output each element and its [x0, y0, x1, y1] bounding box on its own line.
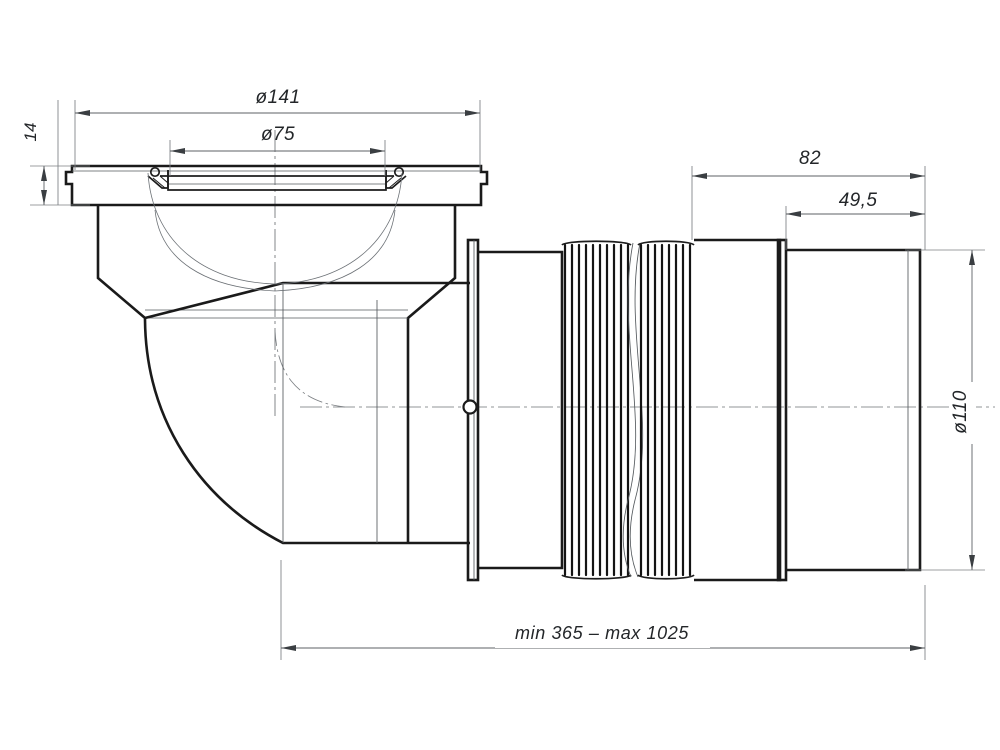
- dim141-label: ø141: [256, 87, 301, 108]
- bellows-right-ribs: [639, 243, 692, 577]
- dim110-arrow-bottom: [969, 555, 975, 570]
- dim14-label: 14: [21, 123, 40, 142]
- elbow-outer-lower-profile: [96, 205, 470, 545]
- gasket-hatch-left-1: [152, 177, 166, 189]
- dim82-arrow-left: [692, 173, 707, 179]
- dim75-arrow-left: [170, 148, 185, 154]
- dim-overall-arrow-right: [910, 645, 925, 651]
- gasket-hatch-left-2: [159, 175, 169, 184]
- gasket-seal-left: [147, 166, 169, 189]
- elbow-bore-arc: [154, 209, 396, 292]
- dimension-dia-141: ø141: [74, 87, 481, 170]
- elbow-body: [96, 205, 470, 545]
- o-ring-right: [393, 166, 405, 178]
- dim110-arrow-top: [969, 250, 975, 265]
- cover-plate-outline: [64, 164, 489, 207]
- bellows-break-line-left: [622, 242, 637, 578]
- elbow-bend-centerline: [274, 329, 346, 408]
- spigot-section: [462, 238, 564, 582]
- bellows-left-bottom-cap: [561, 574, 632, 580]
- gasket-hatch-right-2: [385, 175, 395, 184]
- bellows-right-top-cap: [637, 240, 695, 246]
- bellows-right-bottom-cap: [637, 574, 695, 580]
- dimension-dia-75: ø75: [169, 124, 386, 176]
- dim75-label: ø75: [261, 124, 295, 145]
- bellows-left-top-cap: [561, 240, 632, 246]
- dim82-arrow-right: [910, 173, 925, 179]
- dimension-dia-110: ø110: [905, 249, 985, 571]
- dim495-arrow-left: [786, 211, 801, 217]
- dimension-len-82: 82: [691, 148, 926, 250]
- gasket-seal-right: [385, 166, 407, 189]
- centerline-marker-circle: [462, 399, 478, 415]
- dim14-arrow-bottom: [41, 190, 47, 205]
- dim110-label: ø110: [950, 390, 971, 434]
- dimension-overall-length: min 365 – max 1025: [280, 560, 926, 660]
- dim495-label: 49,5: [839, 190, 878, 211]
- dim82-label: 82: [799, 148, 821, 169]
- dim495-arrow-right: [910, 211, 925, 217]
- dim141-arrow-right: [465, 110, 480, 116]
- dim141-arrow-left: [75, 110, 90, 116]
- dim110-label-mask: [952, 382, 976, 444]
- dim14-arrow-top: [41, 166, 47, 181]
- dim-overall-label: min 365 – max 1025: [515, 623, 689, 643]
- o-ring-left: [149, 166, 161, 178]
- outlet-socket: [694, 238, 922, 582]
- gasket-hatch-right-1: [388, 177, 402, 189]
- dimension-thickness-14: 14: [21, 100, 90, 206]
- spigot-barrel: [478, 250, 564, 570]
- dim-overall-label-mask: [495, 622, 710, 648]
- bellows-section: [561, 240, 695, 580]
- bowl-hidden-arc: [147, 172, 403, 285]
- dim75-arrow-right: [370, 148, 385, 154]
- flange-cover: [64, 164, 489, 285]
- socket-step-collar: [776, 238, 788, 582]
- dimension-len-49-5: 49,5: [785, 190, 925, 250]
- dim-overall-arrow-left: [281, 645, 296, 651]
- socket-barrel-outer: [694, 238, 782, 582]
